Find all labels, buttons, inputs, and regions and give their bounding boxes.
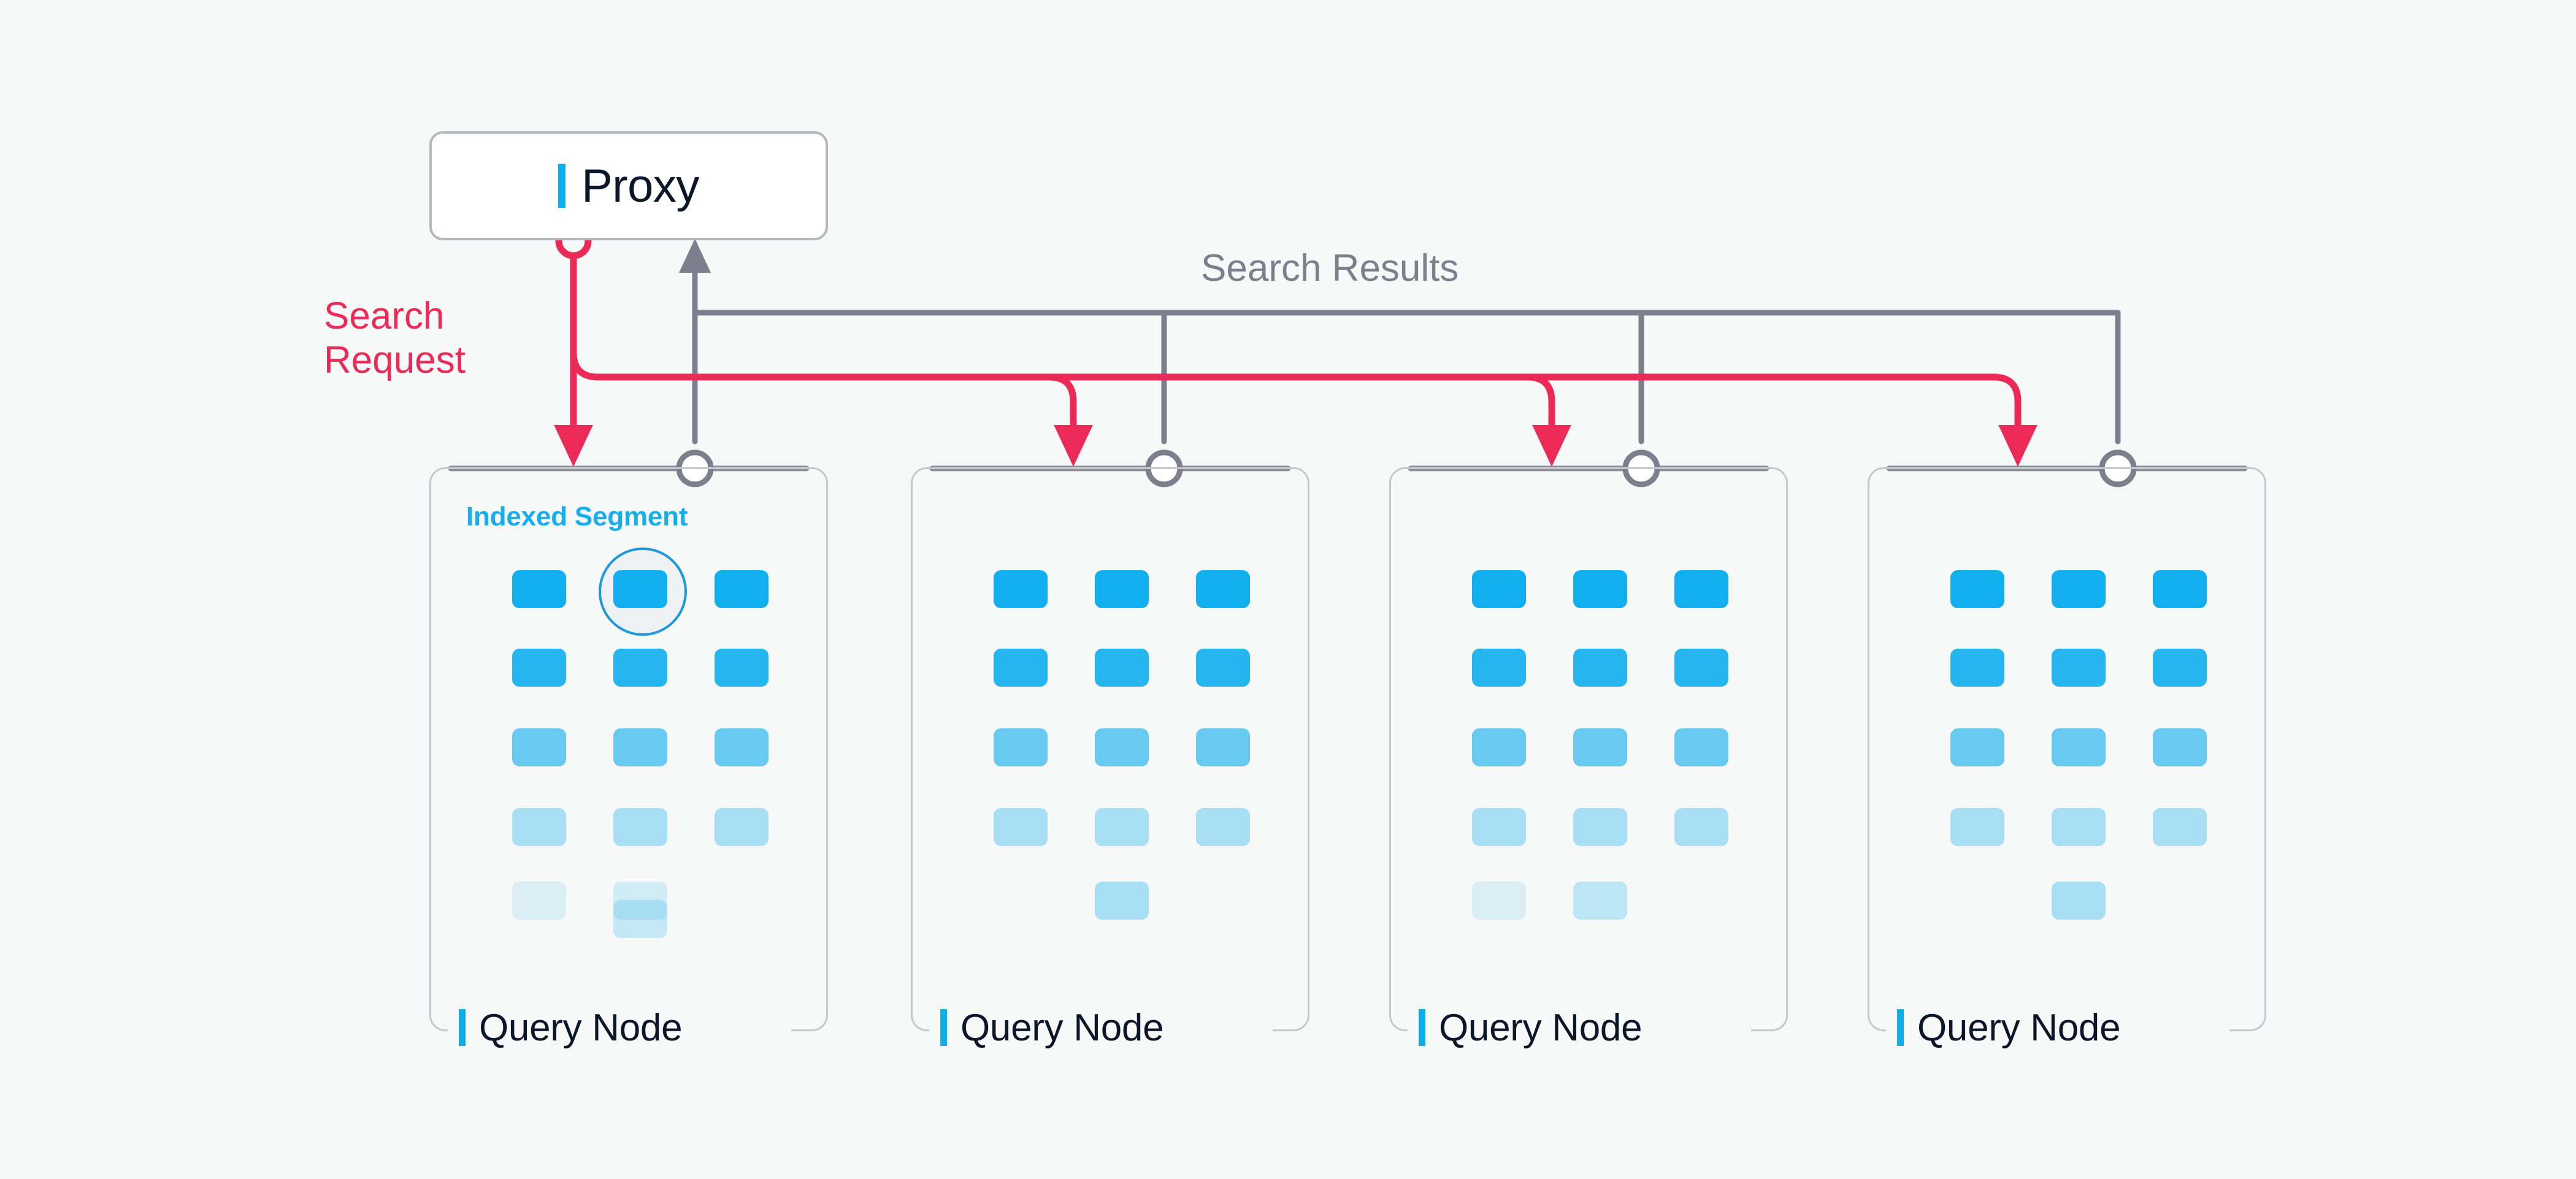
segment-cell[interactable] xyxy=(2153,649,2207,687)
segment-cell[interactable] xyxy=(512,570,566,608)
segment-cell[interactable] xyxy=(2153,808,2207,846)
segment-cell[interactable] xyxy=(1196,649,1250,687)
segment-cell[interactable] xyxy=(1472,728,1526,766)
indexed-segment-label: Indexed Segment xyxy=(466,502,688,532)
segment-cell[interactable] xyxy=(1674,808,1728,846)
segment-cell[interactable] xyxy=(512,728,566,766)
caption-border-gap xyxy=(1886,1021,2229,1042)
segment-cell[interactable] xyxy=(1950,728,2004,766)
segment-cell[interactable] xyxy=(1196,570,1250,608)
segment-cell[interactable] xyxy=(1950,570,2004,608)
segment-cell[interactable] xyxy=(1674,649,1728,687)
query-node-label: Query Node xyxy=(1917,1006,2121,1049)
segment-cell[interactable] xyxy=(512,882,566,920)
segment-cell[interactable] xyxy=(1196,808,1250,846)
query-node-label: Query Node xyxy=(960,1006,1164,1049)
segment-cell[interactable] xyxy=(1095,728,1149,766)
segment-cell[interactable] xyxy=(1573,570,1627,608)
query-node-caption: Query Node xyxy=(1897,999,2121,1056)
segment-cell[interactable] xyxy=(994,570,1048,608)
segment-cell[interactable] xyxy=(994,649,1048,687)
segment-cell[interactable] xyxy=(1573,728,1627,766)
segment-cell[interactable] xyxy=(613,882,667,920)
segment-cell[interactable] xyxy=(512,808,566,846)
proxy-label: Proxy xyxy=(581,159,699,212)
segment-cell[interactable] xyxy=(1674,570,1728,608)
search-results-label: Search Results xyxy=(1201,247,1459,289)
segment-cell[interactable] xyxy=(1674,728,1728,766)
accent-bar-icon xyxy=(459,1009,466,1046)
query-node-caption: Query Node xyxy=(1419,999,1643,1056)
accent-bar-icon xyxy=(1419,1009,1425,1046)
query-node-caption: Query Node xyxy=(459,999,683,1056)
segment-cell[interactable] xyxy=(1573,649,1627,687)
segment-cell[interactable] xyxy=(715,649,769,687)
accent-bar-icon xyxy=(558,164,566,208)
segment-cell[interactable] xyxy=(613,649,667,687)
search-request-label: Search Request xyxy=(324,295,466,381)
segment-cell[interactable] xyxy=(1472,808,1526,846)
caption-border-gap xyxy=(1408,1021,1751,1042)
segment-cell[interactable] xyxy=(2052,808,2106,846)
caption-border-gap xyxy=(448,1021,791,1042)
segment-cell[interactable] xyxy=(613,570,667,608)
segment-cell[interactable] xyxy=(1950,808,2004,846)
segment-cell[interactable] xyxy=(1573,808,1627,846)
segment-cell[interactable] xyxy=(994,808,1048,846)
query-node-label: Query Node xyxy=(1439,1006,1643,1049)
caption-border-gap xyxy=(929,1021,1273,1042)
search-request-wires xyxy=(554,248,2037,467)
query-node-label: Query Node xyxy=(479,1006,683,1049)
segment-cell[interactable] xyxy=(613,728,667,766)
accent-bar-icon xyxy=(1897,1009,1904,1046)
segment-cell[interactable] xyxy=(2153,570,2207,608)
segment-cell[interactable] xyxy=(1950,649,2004,687)
segment-cell[interactable] xyxy=(613,808,667,846)
segment-cell[interactable] xyxy=(1573,882,1627,920)
segment-cell[interactable] xyxy=(1095,808,1149,846)
segment-cell[interactable] xyxy=(1095,570,1149,608)
segment-cell[interactable] xyxy=(2052,649,2106,687)
segment-cell[interactable] xyxy=(512,649,566,687)
segment-cell[interactable] xyxy=(715,808,769,846)
segment-cell[interactable] xyxy=(2153,728,2207,766)
segment-cell[interactable] xyxy=(2052,570,2106,608)
segment-cell[interactable] xyxy=(1196,728,1250,766)
segment-cell[interactable] xyxy=(715,728,769,766)
segment-cell[interactable] xyxy=(994,728,1048,766)
segment-cell[interactable] xyxy=(1472,649,1526,687)
accent-bar-icon xyxy=(940,1009,947,1046)
segment-cell[interactable] xyxy=(715,570,769,608)
segment-cell[interactable] xyxy=(1095,882,1149,920)
segment-cell[interactable] xyxy=(2052,728,2106,766)
segment-cell[interactable] xyxy=(2052,882,2106,920)
segment-cell-overlay[interactable] xyxy=(613,900,667,938)
query-node-caption: Query Node xyxy=(940,999,1164,1056)
proxy-box[interactable]: Proxy xyxy=(429,131,828,240)
segment-cell[interactable] xyxy=(1472,882,1526,920)
segment-cell[interactable] xyxy=(1472,570,1526,608)
segment-cell[interactable] xyxy=(1095,649,1149,687)
